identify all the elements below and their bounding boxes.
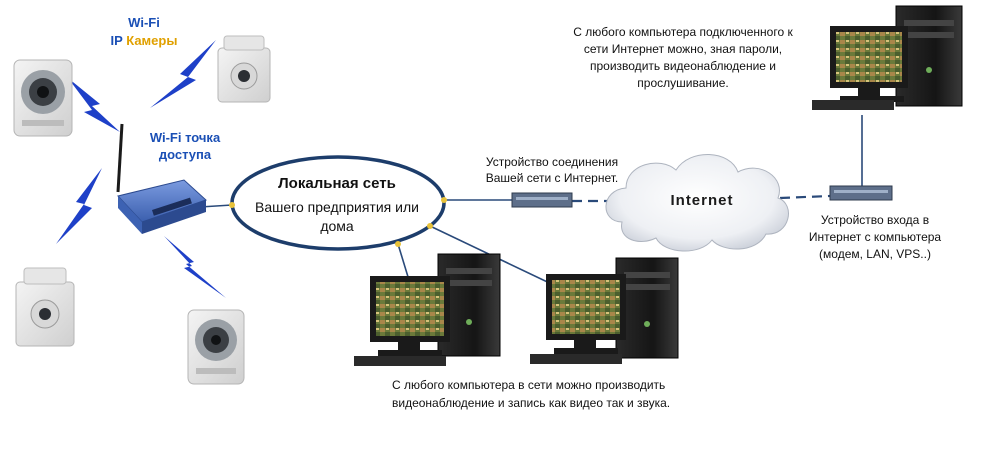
local-network-label: Локальная сеть Вашего предприятия или до… bbox=[242, 174, 432, 236]
camera-icon bbox=[217, 35, 271, 103]
gateway-device-icon bbox=[511, 192, 573, 208]
local-network-ellipse bbox=[229, 155, 447, 251]
access-device-label: Устройство входа в Интернет с компьютера… bbox=[790, 212, 960, 263]
access-device-line2: Интернет с компьютера bbox=[808, 230, 942, 244]
camera-icon bbox=[13, 59, 73, 137]
local-network-subtitle-line1: Вашего предприятия или bbox=[255, 199, 419, 215]
local-network-title: Локальная сеть bbox=[278, 175, 396, 192]
local-computer-icon bbox=[354, 253, 501, 366]
gateway-label: Устройство соединения Вашей сети с Интер… bbox=[462, 154, 642, 186]
remote-caption-line2: сети Интернет можно, зная пароли, bbox=[583, 42, 783, 56]
wifi-signal-icon bbox=[150, 40, 216, 108]
local-caption-line2: видеонаблюдение и запись как видео так и… bbox=[392, 396, 671, 410]
access-point-line2: доступа bbox=[158, 147, 212, 162]
access-point-line1: Wi-Fi точка bbox=[149, 130, 221, 145]
wifi-cameras-line1: Wi-Fi bbox=[128, 15, 160, 30]
wifi-cameras-ip: IP bbox=[110, 33, 123, 48]
remote-caption-line4: прослушивание. bbox=[637, 76, 729, 90]
wifi-signal-icon bbox=[164, 236, 226, 298]
remote-computer-icon bbox=[812, 5, 963, 110]
remote-caption: С любого компьютера подключенного к сети… bbox=[548, 24, 818, 92]
access-device-line1: Устройство входа в bbox=[820, 213, 930, 227]
wifi-signal-icon bbox=[56, 168, 102, 244]
remote-caption-line3: производить видеонаблюдение и bbox=[589, 59, 776, 73]
local-caption-line1: С любого компьютера в сети можно произво… bbox=[392, 378, 666, 392]
internet-cloud bbox=[605, 154, 789, 252]
camera-icon bbox=[187, 309, 245, 385]
remote-caption-line1: С любого компьютера подключенного к bbox=[573, 25, 793, 39]
gateway-line2: Вашей сети с Интернет. bbox=[485, 171, 619, 185]
access-device-line3: (модем, LAN, VPS..) bbox=[819, 247, 931, 261]
access-device-icon bbox=[829, 185, 893, 201]
access-point-label: Wi-Fi точка доступа bbox=[130, 129, 240, 163]
router-icon bbox=[116, 123, 207, 234]
wifi-signal-icon bbox=[68, 78, 120, 132]
wifi-cameras-word: Камеры bbox=[126, 33, 178, 48]
wifi-signals bbox=[56, 40, 226, 298]
local-caption: С любого компьютера в сети можно произво… bbox=[392, 376, 752, 412]
wifi-cameras-label: Wi-Fi IP Камеры bbox=[104, 14, 184, 50]
camera-icon bbox=[15, 267, 75, 347]
cable-cloud-to-device bbox=[779, 194, 831, 200]
gateway-line1: Устройство соединения bbox=[485, 155, 619, 169]
wifi-cameras-line2: IP Камеры bbox=[104, 32, 184, 50]
local-computer-icon bbox=[530, 257, 679, 364]
local-network-subtitle-line2: дома bbox=[320, 218, 354, 234]
internet-label: Internet bbox=[670, 192, 734, 209]
